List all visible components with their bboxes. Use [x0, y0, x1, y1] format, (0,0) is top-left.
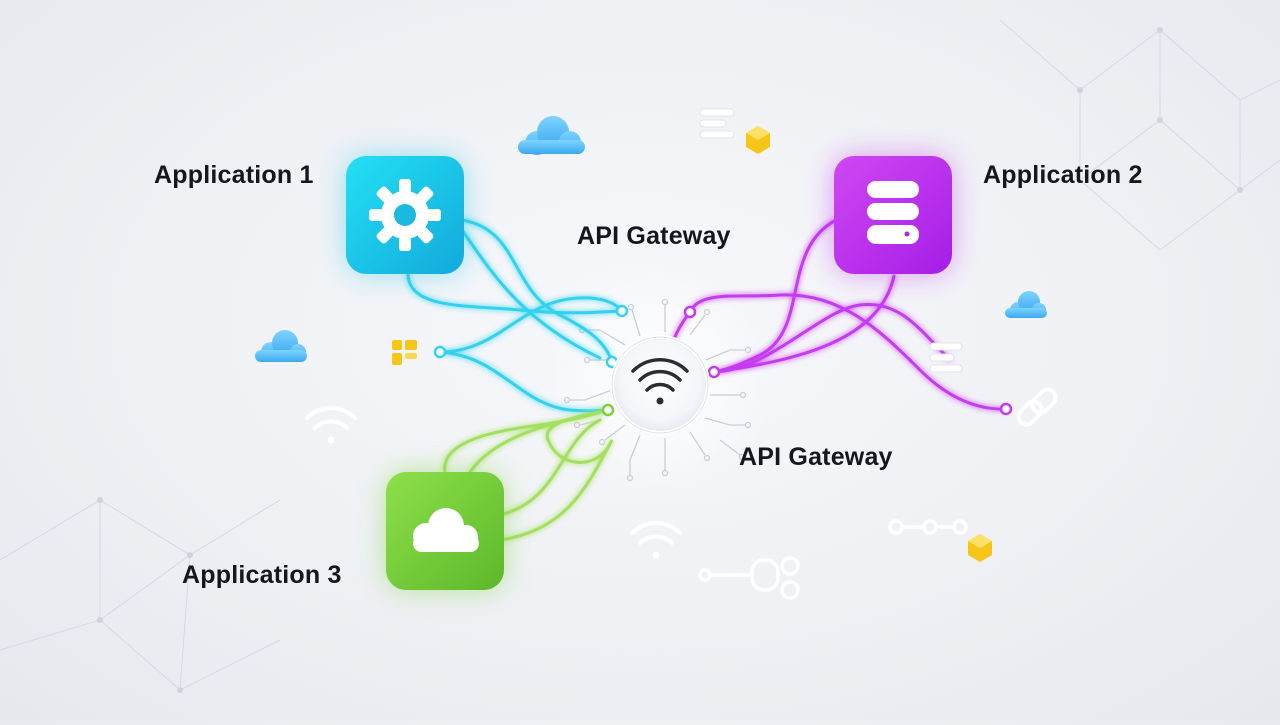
list-decoration-icon — [699, 108, 735, 139]
app1-connections — [406, 218, 624, 413]
api-gateway-label-top: API Gateway — [577, 222, 731, 250]
cloud-decoration-icon — [518, 116, 585, 155]
wifi-decoration-icon — [630, 521, 682, 559]
application-3-tile[interactable] — [386, 472, 504, 590]
grid-blocks-decoration-icon — [392, 340, 417, 365]
cube-decoration-icon — [746, 126, 770, 154]
background-mesh — [0, 19, 1280, 691]
app2-connections — [670, 218, 1008, 411]
application-3-label: Application 3 — [182, 561, 342, 589]
cloud-decoration-icon — [255, 330, 307, 362]
application-1-tile[interactable] — [346, 156, 464, 274]
app1-connection-endpoints — [433, 304, 629, 369]
cube-decoration-icon — [968, 534, 992, 562]
background-mesh-nodes — [97, 27, 1243, 693]
app3-connection-endpoints — [601, 403, 615, 417]
wifi-decoration-icon — [305, 406, 357, 444]
application-2-label: Application 2 — [983, 161, 1143, 189]
application-2-tile[interactable] — [834, 156, 952, 274]
nodes-chain-decoration-icon — [888, 519, 968, 535]
api-gateway-hub[interactable] — [610, 335, 710, 435]
wifi-icon — [631, 357, 689, 405]
gear-icon — [369, 179, 441, 251]
hub-circuit-traces — [563, 298, 752, 482]
app2-connection-endpoints — [683, 305, 1013, 416]
list-decoration-icon — [929, 342, 963, 373]
cloud-decoration-icon — [1005, 291, 1047, 318]
application-1-label: Application 1 — [154, 161, 314, 189]
link-decoration-icon — [1016, 387, 1058, 427]
app3-connections — [443, 408, 614, 542]
database-icon — [867, 181, 919, 244]
cloud-icon — [413, 508, 479, 552]
connector-decoration-icon — [698, 556, 800, 600]
api-gateway-label-bottom: API Gateway — [739, 443, 893, 471]
